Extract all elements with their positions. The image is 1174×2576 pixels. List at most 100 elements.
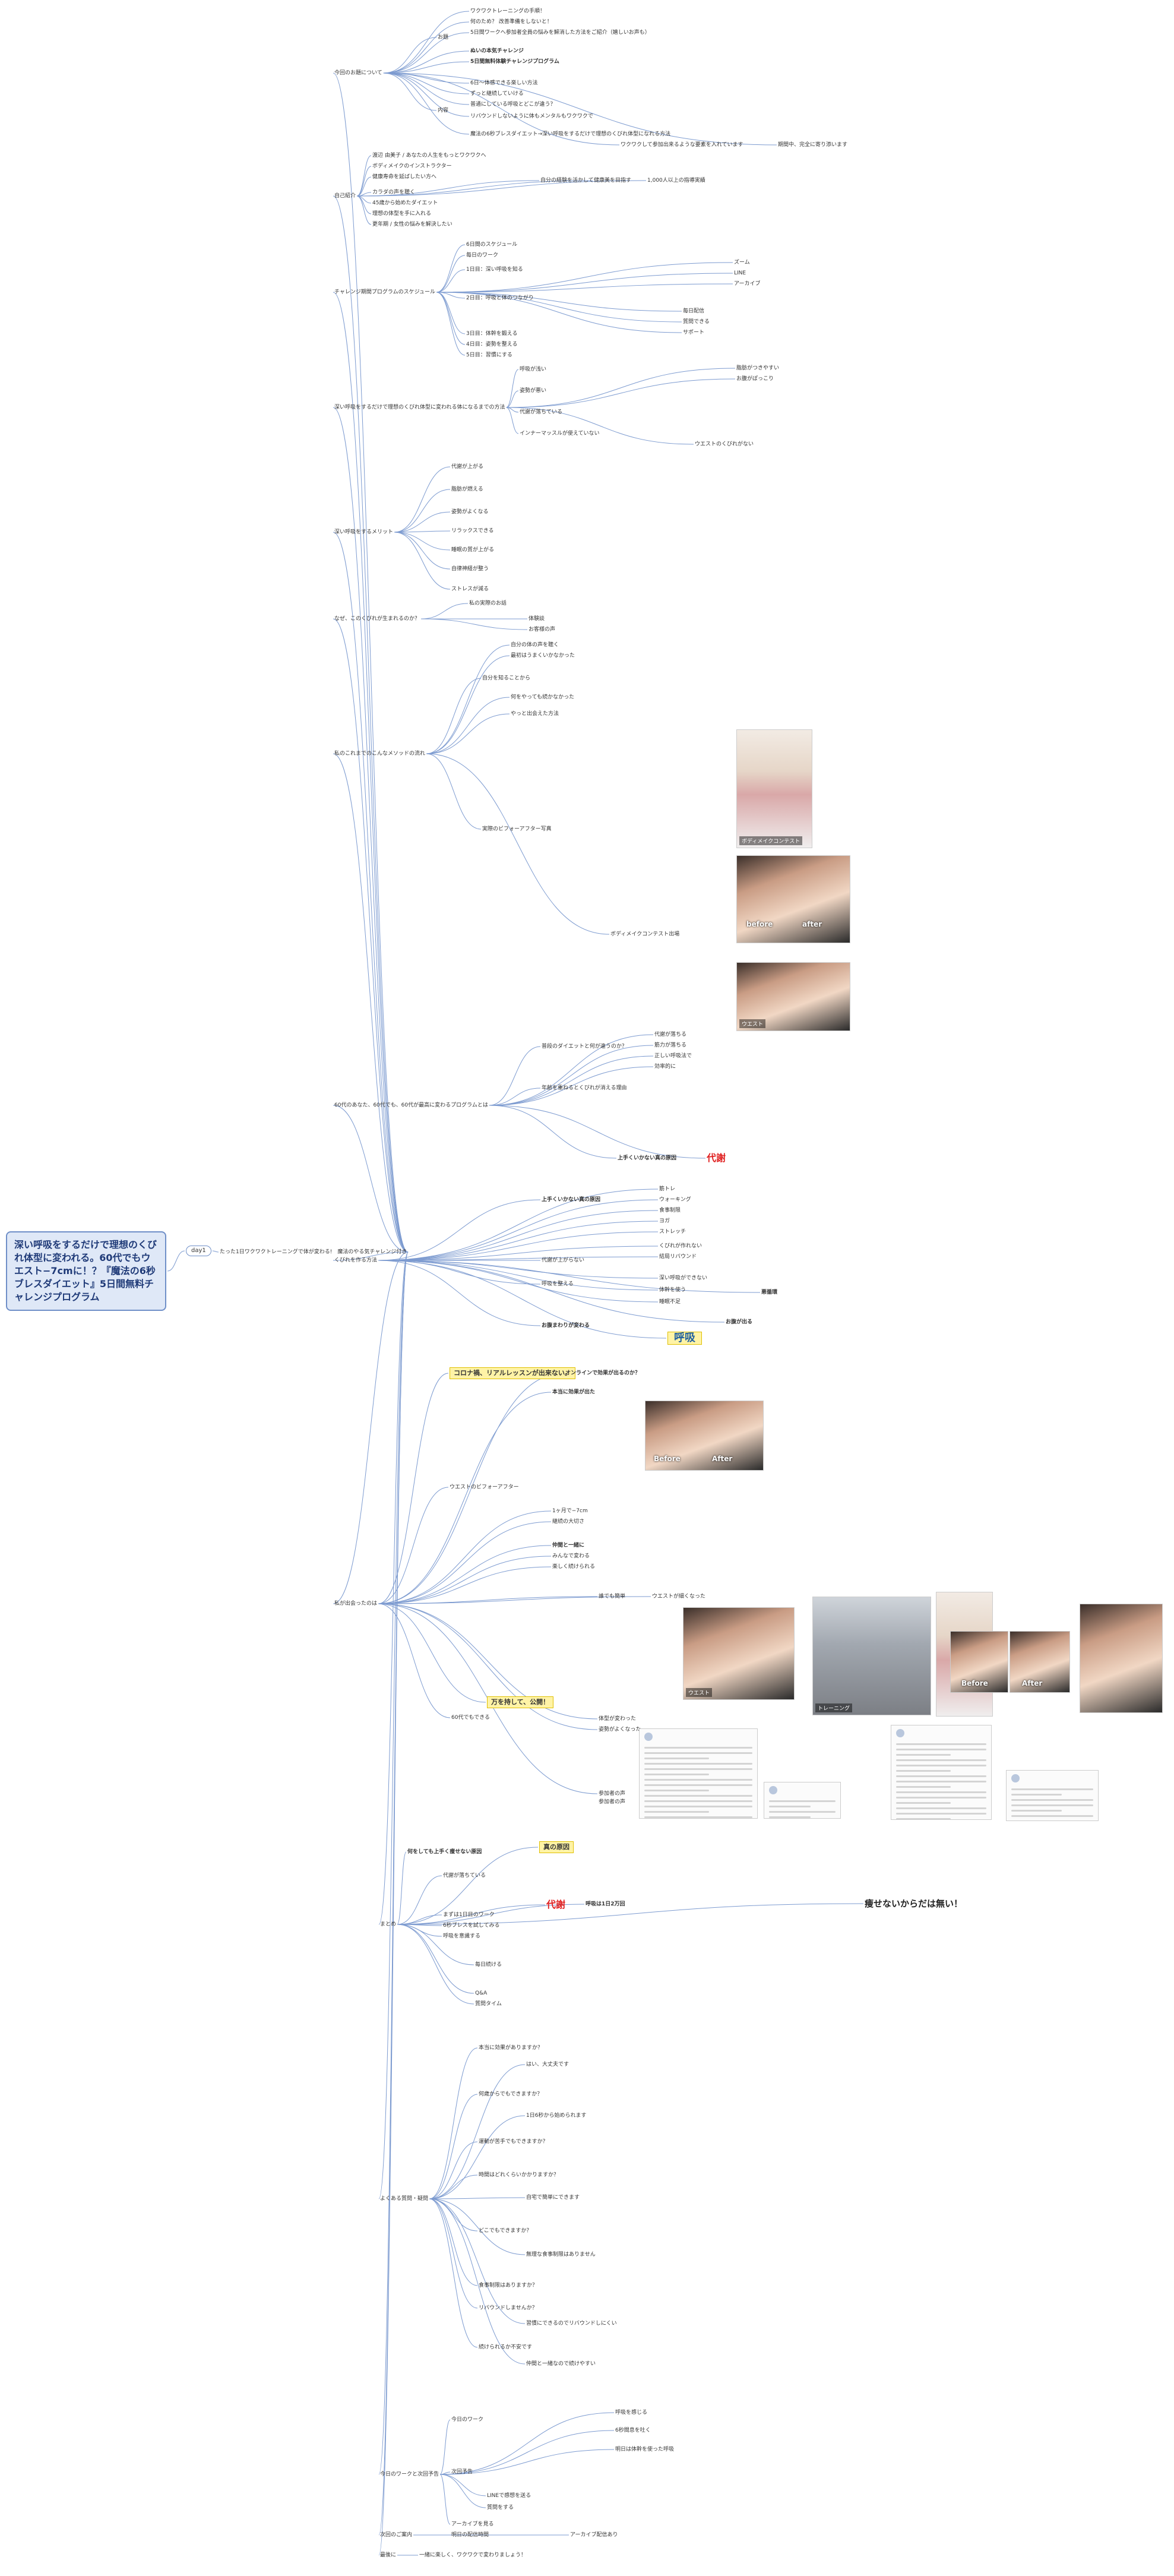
s8-a6[interactable]: 効率的に	[654, 1064, 676, 1070]
s2-a6[interactable]: 理想の体型を手に入れる	[372, 211, 432, 217]
s1-a[interactable]: お題	[438, 34, 449, 40]
s9-d2[interactable]: 睡眠不足	[659, 1299, 681, 1305]
s12-a6[interactable]: 食事制限はありますか？	[479, 2283, 538, 2289]
s7-a4[interactable]: 何をやっても続かなかった	[511, 694, 575, 700]
s10-a6[interactable]: 継続の大切さ	[552, 1519, 585, 1525]
s13-b3[interactable]: アーカイブを見る	[451, 2521, 494, 2527]
s1-b7[interactable]: 期間中、完全に寄り添います	[778, 142, 848, 148]
s3-b6[interactable]: サポート	[683, 330, 705, 336]
s11-b3[interactable]: 呼吸を意識する	[443, 1933, 481, 1939]
s2-a3[interactable]: 健康寿命を延ばしたい方へ	[372, 174, 437, 180]
s10-a8[interactable]: みんなで変わる	[552, 1553, 590, 1559]
section-6-label[interactable]: なぜ、このくびれが生まれるのか？	[334, 616, 420, 622]
s1-b6[interactable]: ワクワクして参加出来るような要素を入れています	[621, 142, 743, 148]
s2-a5[interactable]: 45歳から始めたダイエット	[372, 200, 438, 206]
s7-a2[interactable]: 自分の体の声を聴く	[511, 642, 559, 648]
s4-b3[interactable]: ウエストのくびれがない	[695, 441, 754, 447]
s2-a4[interactable]: カラダの声を聴く	[372, 189, 416, 195]
s7-a3[interactable]: 最初はうまくいかなかった	[511, 653, 575, 659]
s1-b[interactable]: 内容	[438, 108, 449, 113]
s8-a5[interactable]: 正しい呼吸法で	[654, 1053, 692, 1059]
s3-b4[interactable]: 毎日配信	[683, 308, 705, 314]
s5-a7[interactable]: ストレスが減る	[451, 586, 489, 592]
s3-a2[interactable]: 毎日のワーク	[466, 252, 499, 258]
s2-a7[interactable]: 更年期 / 女性の悩みを解決したい	[372, 222, 452, 227]
s1-a2[interactable]: 何のため？ 改善準備をしないと！	[470, 19, 552, 25]
s9-a6[interactable]: ストレッチ	[659, 1229, 686, 1235]
s9-d3[interactable]: お腹が出る	[726, 1319, 753, 1325]
s1-b2[interactable]: ずっと継続していける	[470, 91, 524, 97]
s12-a5[interactable]: どこでもできますか？	[479, 2228, 532, 2234]
s10-a3[interactable]: ウエストのビフォーアフター	[450, 1484, 519, 1490]
s1-a4[interactable]: ぬいの本気チャレンジ	[470, 48, 524, 54]
s2-a1[interactable]: 渡辺 由美子 / あなたの人生をもっとワクワクへ	[372, 153, 486, 159]
s7-b2[interactable]: ボディメイクコンテスト出場	[610, 931, 680, 937]
s5-a5[interactable]: 睡眠の質が上がる	[451, 547, 495, 553]
s9-a5[interactable]: ヨガ	[659, 1218, 670, 1224]
s6-a1[interactable]: 私の実際のお話	[469, 600, 507, 606]
section-12-label[interactable]: よくある質問・疑問	[380, 2196, 429, 2202]
s12-b1[interactable]: はい、大丈夫です	[526, 2062, 569, 2068]
s5-a2[interactable]: 脂肪が燃える	[451, 486, 483, 492]
s1-b4[interactable]: リバウンドしないように体もメンタルもワクワクで	[470, 113, 593, 119]
s11-b1[interactable]: まずは1日目のワーク	[443, 1912, 495, 1918]
s8-b2[interactable]: 上手くいかない真の原因	[618, 1155, 677, 1161]
s12-b2[interactable]: 1日6秒から始められます	[526, 2113, 587, 2119]
s10-b3[interactable]: 誰でも簡単	[599, 1594, 626, 1600]
s3-a1[interactable]: 6日間のスケジュール	[466, 242, 518, 248]
s10-a9[interactable]: 楽しく続けられる	[552, 1564, 596, 1570]
s13-b1[interactable]: LINEで感想を送る	[487, 2493, 531, 2499]
s1-a3[interactable]: 5日間ワークへ参加者全員の悩みを解消した方法をご紹介（嬉しいお声も）	[470, 30, 650, 36]
section-15-label[interactable]: 最後に	[380, 2552, 397, 2558]
s8-a4[interactable]: 筋力が落ちる	[654, 1042, 687, 1048]
s9-a2[interactable]: 筋トレ	[659, 1186, 676, 1192]
s9-c5[interactable]: お腹まわりが変わる	[542, 1323, 590, 1329]
s7-b1[interactable]: 実際のビフォーアフター写真	[482, 826, 552, 832]
s11-b2[interactable]: 6秒ブレスを試してみる	[443, 1923, 500, 1929]
s2-b3[interactable]: 1,000人以上の指導実績	[647, 178, 705, 184]
section-5-label[interactable]: 深い呼吸をするメリット	[334, 529, 394, 535]
s8-b1[interactable]: 代謝	[707, 1152, 726, 1164]
s1-b1[interactable]: 6日〜体感できる楽しい方法	[470, 80, 538, 86]
s14-a2[interactable]: アーカイブ配信あり	[570, 2532, 618, 2538]
s9-a3[interactable]: ウォーキング	[659, 1197, 691, 1203]
s3-a6[interactable]: 4日目：姿勢を整える	[466, 342, 518, 347]
s13-a3[interactable]: 6秒間息を吐く	[615, 2428, 651, 2433]
section-10-label[interactable]: 私が出会ったのは	[334, 1601, 378, 1607]
s12-a7[interactable]: リバウンドしませんか？	[479, 2305, 537, 2311]
s15-a1[interactable]: 一緒に楽しく、ワクワクで変わりましょう！	[419, 2552, 527, 2558]
s9-c4[interactable]: 体幹を使う	[659, 1287, 686, 1293]
s9-c3[interactable]: 深い呼吸ができない	[659, 1275, 708, 1281]
s10-a4[interactable]: 本当に効果が出た	[552, 1389, 596, 1395]
s9-b1[interactable]: 代謝が上がらない	[542, 1257, 585, 1263]
s3-b2[interactable]: LINE	[734, 270, 746, 276]
section-3-label[interactable]: チャレンジ期間プログラムのスケジュール	[334, 289, 436, 295]
s9-c1[interactable]: 呼吸	[667, 1332, 702, 1345]
s5-a4[interactable]: リラックスできる	[451, 528, 494, 534]
s10-a2[interactable]: オンラインで効果が出るのか？	[565, 1370, 641, 1376]
s1-a5[interactable]: 5日間無料体験チャレンジプログラム	[470, 59, 559, 65]
s3-b5[interactable]: 質問できる	[683, 319, 710, 325]
s12-a2[interactable]: 何歳からでもできますか？	[479, 2091, 543, 2097]
s8-a1[interactable]: 普段のダイエットと何が違うのか？	[542, 1044, 627, 1050]
section-4-label[interactable]: 深い呼吸をするだけで理想のくびれ体型に変われる体になるまでの方法	[334, 404, 505, 410]
s13-a1[interactable]: 今日のワーク	[451, 2417, 484, 2423]
s3-b3[interactable]: アーカイブ	[734, 281, 761, 287]
s12-a4[interactable]: 時間はどれくらいかかりますか？	[479, 2172, 559, 2178]
s4-a4[interactable]: インナーマッスルが使えていない	[520, 431, 600, 437]
s1-a1[interactable]: ワクワクトレーニングの手順！	[470, 8, 546, 14]
section-7-label[interactable]: 私のこれまでのこんなメソッドの流れ	[334, 751, 426, 757]
s10-a5[interactable]: 1ヶ月で−7cm	[552, 1508, 588, 1514]
s4-a1[interactable]: 呼吸が浅い	[520, 366, 547, 372]
s10-a1[interactable]: コロナ禍、リアルレッスンが出来ない。	[450, 1367, 575, 1379]
s12-a1[interactable]: 本当に効果がありますか？	[479, 2045, 543, 2051]
s9-a4[interactable]: 食事制限	[659, 1208, 681, 1213]
s11-b4[interactable]: 毎日続ける	[475, 1962, 502, 1968]
s10-b1[interactable]: 万を持して、公開！	[487, 1696, 554, 1708]
s4-a2[interactable]: 姿勢が悪い	[520, 388, 547, 394]
s3-a5[interactable]: 3日目：体幹を鍛える	[466, 331, 518, 337]
s13-a5[interactable]: 明日は体幹を使った呼吸	[615, 2447, 675, 2452]
s2-b1[interactable]: 自分の経験を活かして	[540, 178, 594, 184]
s3-a3[interactable]: 1日目：深い呼吸を知る	[466, 267, 523, 273]
s10-b2[interactable]: 60代でもできる	[451, 1715, 490, 1721]
